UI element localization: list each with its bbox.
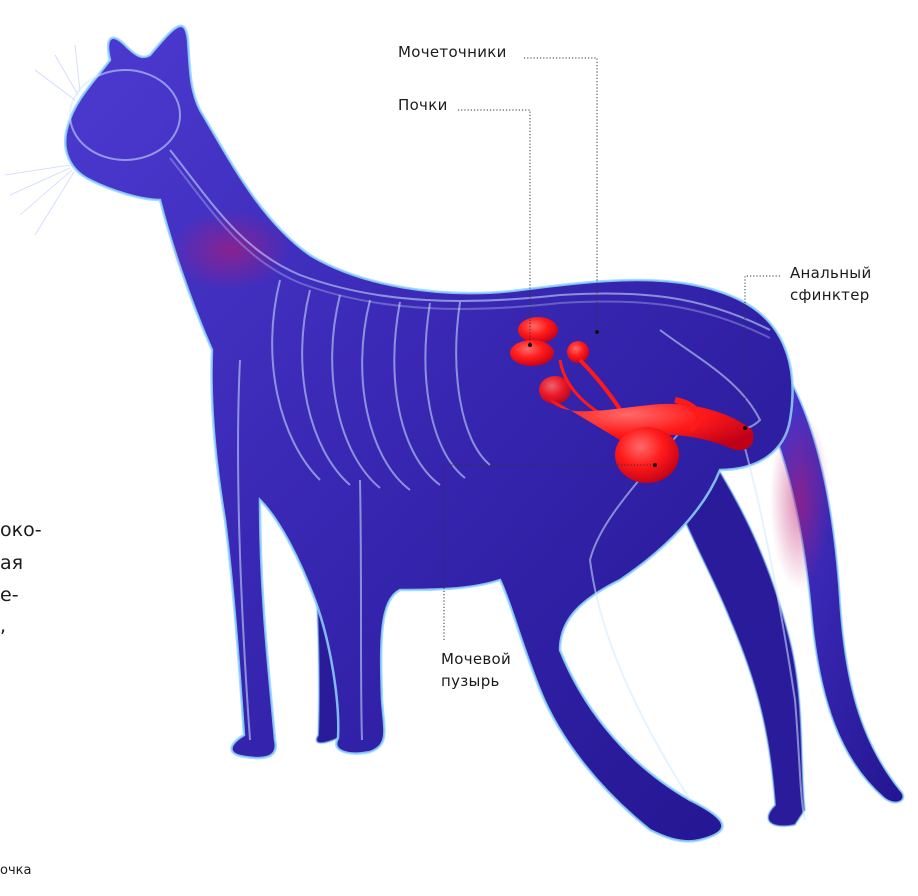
label-ureters: Мочеточники	[398, 41, 507, 63]
cat-body	[65, 26, 903, 842]
kidney-lower	[510, 340, 554, 366]
label-bladder: Мочевой пузырь	[441, 648, 511, 692]
cut-text-line-2: ая	[0, 551, 23, 576]
cut-text-bottom: очка	[0, 858, 31, 883]
kidney-upper	[518, 317, 558, 343]
bladder-red	[615, 427, 679, 483]
cut-text-line-1: око-	[0, 518, 42, 543]
label-anal-sphincter: Анальный сфинктер	[790, 262, 872, 306]
cut-text-line-4: ,	[0, 614, 6, 639]
ureter-junction	[567, 341, 589, 363]
label-kidneys: Почки	[398, 94, 448, 116]
cut-text-line-3: е-	[0, 583, 19, 608]
